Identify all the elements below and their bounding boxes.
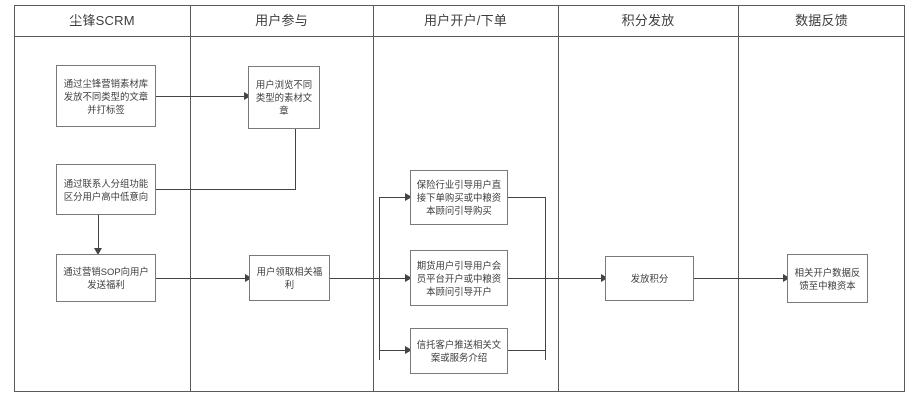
edge-n9-n10-line [694,278,785,279]
node-futures-account[interactable]: 期货用户引导用户会员平台开户或中粮资本顾问引导开户 [410,250,508,306]
edge-n3-n5-arrow [245,274,252,282]
lane-title-account: 用户开户/下单 [423,13,507,28]
lane-divider-2 [373,5,374,392]
lane-divider-1 [190,5,191,392]
node-issue-points-label: 发放积分 [630,273,669,284]
node-user-browse-label: 用户浏览不同类型的素材文章 [255,79,313,116]
edge-n3-n5-line [156,278,247,279]
lane-title-engage: 用户参与 [255,13,308,28]
edge-n6-merge-line [508,197,546,198]
edge-n2-n3-line [98,215,99,250]
edge-merge-n9-arrow [601,274,608,282]
edge-n4-n2-hline [136,189,296,190]
node-user-claim[interactable]: 用户领取相关福利 [249,255,330,301]
node-trust-content-label: 信托客户推送相关文案或服务介绍 [416,339,502,363]
node-scrm-sop[interactable]: 通过营销SOP向用户发送福利 [56,254,156,302]
edge-n1-n4-line [156,96,246,97]
node-trust-content[interactable]: 信托客户推送相关文案或服务介绍 [410,328,508,374]
node-futures-account-label: 期货用户引导用户会员平台开户或中粮资本顾问引导开户 [416,259,502,297]
edge-trunk-n7-line [379,278,407,279]
edge-n1-n4-arrow [244,92,251,100]
edge-trunk-n8-arrow [405,346,412,354]
node-user-claim-label: 用户领取相关福利 [256,266,323,290]
edge-n9-n10-arrow [783,274,790,282]
node-insurance-order[interactable]: 保险行业引导用户直接下单购买或中粮资本顾问引导购买 [410,170,508,225]
lane-title-feedback: 数据反馈 [795,13,848,28]
edge-trunk-n8-line [379,350,407,351]
node-scrm-material-label: 通过尘锋营销素材库发放不同类型的文章并打标签 [63,77,149,115]
edge-trunk-n7-arrow [405,274,412,282]
lane-title-scrm: 尘锋SCRM [69,13,135,28]
edge-n8-merge-line [508,350,546,351]
node-scrm-sop-label: 通过营销SOP向用户发送福利 [63,266,149,290]
node-scrm-grouping-label: 通过联系人分组功能区分用户高中低意向 [63,177,149,202]
edge-n2-n3-arrow [94,248,102,255]
node-user-browse[interactable]: 用户浏览不同类型的素材文章 [248,66,320,129]
edge-trunk-n6-line [379,197,407,198]
lane-divider-4 [738,5,739,392]
node-data-feedback-label: 相关开户数据反馈至中粮资本 [794,266,861,291]
node-scrm-grouping[interactable]: 通过联系人分组功能区分用户高中低意向 [56,164,156,215]
node-insurance-order-label: 保险行业引导用户直接下单购买或中粮资本顾问引导购买 [416,179,502,216]
edge-merge-n9-line [508,278,603,279]
lane-title-points: 积分发放 [621,13,675,28]
lane-divider-3 [558,5,559,392]
edge-trunk-n6-arrow [405,193,412,201]
edge-n4-n2-vline [295,129,296,189]
node-data-feedback[interactable]: 相关开户数据反馈至中粮资本 [787,254,868,303]
node-scrm-material[interactable]: 通过尘锋营销素材库发放不同类型的文章并打标签 [56,65,156,127]
node-issue-points[interactable]: 发放积分 [605,256,694,301]
header-separator [14,36,905,37]
edge-n5-trunk-line [330,278,380,279]
